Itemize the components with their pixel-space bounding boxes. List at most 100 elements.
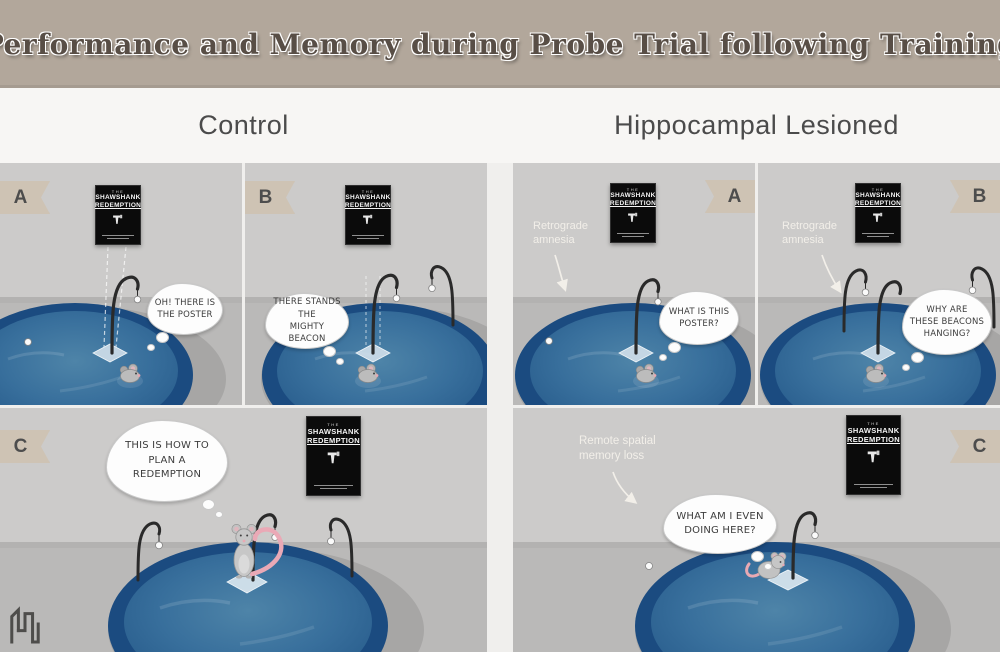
floor-lamp-right <box>327 517 354 578</box>
speech-text: THERE STANDS THE MIGHTY BEACON <box>273 297 341 345</box>
poster-title-2: REDEMPTION <box>94 202 142 210</box>
water-maze-scene-lesioned-c <box>513 408 1000 652</box>
mouse-tail <box>745 562 761 578</box>
retrograde-amnesia-annotation: Retrograde amnesia <box>782 220 838 247</box>
floor-lamp-left <box>136 521 163 582</box>
standing-mouse <box>231 524 284 579</box>
lesioned-header-cell: Hippocampal Lesioned <box>487 88 1000 163</box>
poster-title-1: SHAWSHANK <box>95 194 141 201</box>
page-title: Performance and Memory during Probe Tria… <box>0 27 1000 61</box>
speech-text: WHAT IS THIS POSTER? <box>668 306 730 329</box>
poster-title-1: SHAWSHANK <box>345 194 391 201</box>
hammer-icon <box>113 215 123 225</box>
hidden-platform <box>92 343 128 363</box>
retrograde-amnesia-annotation: Retrograde amnesia <box>533 220 589 247</box>
panel-label: B <box>258 186 273 208</box>
rim-bulb <box>24 338 32 346</box>
poster-top-text: THE <box>626 187 640 192</box>
hammer-icon <box>867 450 879 463</box>
poster-credits <box>101 233 135 241</box>
poster-title-1: SHAWSHANK <box>847 426 900 435</box>
lamp-bulb <box>155 541 163 550</box>
speech-text: WHY ARE THESE BEACONS HANGING? <box>909 304 985 340</box>
pool <box>635 542 915 652</box>
beacon-pole <box>791 511 819 580</box>
beacon-bulb <box>392 294 401 302</box>
shawshank-poster: THE SHAWSHANK REDEMPTION <box>855 183 901 243</box>
artist-logo-icon <box>10 606 40 644</box>
hammer-icon <box>873 213 883 223</box>
sightline-dashes <box>103 246 127 348</box>
lamp-bulb <box>861 288 870 296</box>
rim-bulb <box>645 562 653 570</box>
poster-top-text: THE <box>871 187 885 192</box>
remote-memory-loss-annotation: Remote spatial memory loss <box>579 435 656 462</box>
poster-title-2: REDEMPTION <box>609 200 657 208</box>
lamp-bulb <box>428 284 436 292</box>
rim-bulb <box>545 337 553 345</box>
control-section-title: Control <box>198 110 289 140</box>
poster-title-1: SHAWSHANK <box>855 192 901 199</box>
hanging-lamp-left <box>842 268 870 333</box>
speech-bubble: THIS IS HOW TO PLAN A REDEMPTION <box>106 420 228 518</box>
poster-title-2: REDEMPTION <box>847 435 901 445</box>
hanging-lamp-right <box>968 266 996 329</box>
title-banner: Performance and Memory during Probe Tria… <box>0 0 1000 88</box>
hammer-icon <box>363 215 373 225</box>
shawshank-poster: THE SHAWSHANK REDEMPTION <box>95 185 141 245</box>
panel-lesioned-c: C THE SHAWSHANK REDEMPTION Remote spatia… <box>513 408 1000 652</box>
hammer-icon <box>628 213 638 223</box>
shawshank-poster: THE SHAWSHANK REDEMPTION <box>345 185 391 245</box>
wall <box>0 408 487 548</box>
beacon-pole <box>876 280 903 355</box>
lamp-bulb <box>327 537 335 546</box>
poster-title-1: SHAWSHANK <box>307 427 360 436</box>
speech-text: OH! THERE IS THE POSTER <box>154 297 216 320</box>
water-maze-scene-control-c <box>0 408 487 652</box>
poster-credits <box>861 231 895 239</box>
shawshank-poster: THE SHAWSHANK REDEMPTION <box>306 416 361 496</box>
panel-label: A <box>727 185 742 207</box>
lamp-bulb <box>968 286 977 294</box>
poster-credits <box>314 483 353 491</box>
poster-top-text: THE <box>111 189 125 194</box>
panel-control-b: B THE SHAWSHANK REDEMPTION THERE STANDS … <box>245 163 487 405</box>
poster-top-text: THE <box>867 421 880 426</box>
poster-credits <box>351 233 385 241</box>
beacon-bulb <box>133 295 142 304</box>
panel-label: C <box>972 435 987 457</box>
annotation-arrow <box>821 254 842 294</box>
poster-title-1: SHAWSHANK <box>610 192 656 199</box>
swimming-mouse <box>117 363 143 388</box>
poster-credits <box>854 482 893 490</box>
shawshank-poster: THE SHAWSHANK REDEMPTION <box>846 415 901 495</box>
panel-label: A <box>13 186 28 208</box>
panel-lesioned-a: A THE SHAWSHANK REDEMPTION Retrograde am… <box>513 163 755 405</box>
mouse-tail <box>249 527 284 577</box>
panel-control-c: C THE SHAWSHANK REDEMPTION THIS IS HOW T… <box>0 408 487 652</box>
swimming-mouse <box>863 363 889 388</box>
beacon-pole <box>110 275 142 355</box>
panel-lesioned-b: B THE SHAWSHANK REDEMPTION Retrograde am… <box>758 163 1000 405</box>
beacon-pole <box>634 278 662 355</box>
poster-title-2: REDEMPTION <box>344 202 392 210</box>
control-header-cell: Control <box>0 88 487 163</box>
swimming-mouse <box>355 363 381 388</box>
poster-credits <box>616 231 650 239</box>
hammer-icon <box>327 451 339 464</box>
panel-label: B <box>972 185 987 207</box>
speech-bubble: WHAT IS THIS POSTER? <box>659 291 739 361</box>
speech-bubble: WHAT AM I EVEN DOING HERE? <box>663 494 777 570</box>
floor-lamp <box>428 265 455 327</box>
speech-bubble: OH! THERE IS THE POSTER <box>147 283 223 351</box>
panel-label-ribbon: A <box>705 180 755 213</box>
beacon-pole <box>371 273 401 355</box>
panel-label: C <box>13 435 28 457</box>
speech-text: THIS IS HOW TO PLAN A REDEMPTION <box>125 440 209 481</box>
annotation-arrow <box>554 254 568 292</box>
lesioned-section-title: Hippocampal Lesioned <box>614 110 899 140</box>
poster-top-text: THE <box>361 189 375 194</box>
shawshank-poster: THE SHAWSHANK REDEMPTION <box>610 183 656 243</box>
panel-control-a: A THE SHAWSHANK REDEMPTION OH! THERE IS … <box>0 163 242 405</box>
